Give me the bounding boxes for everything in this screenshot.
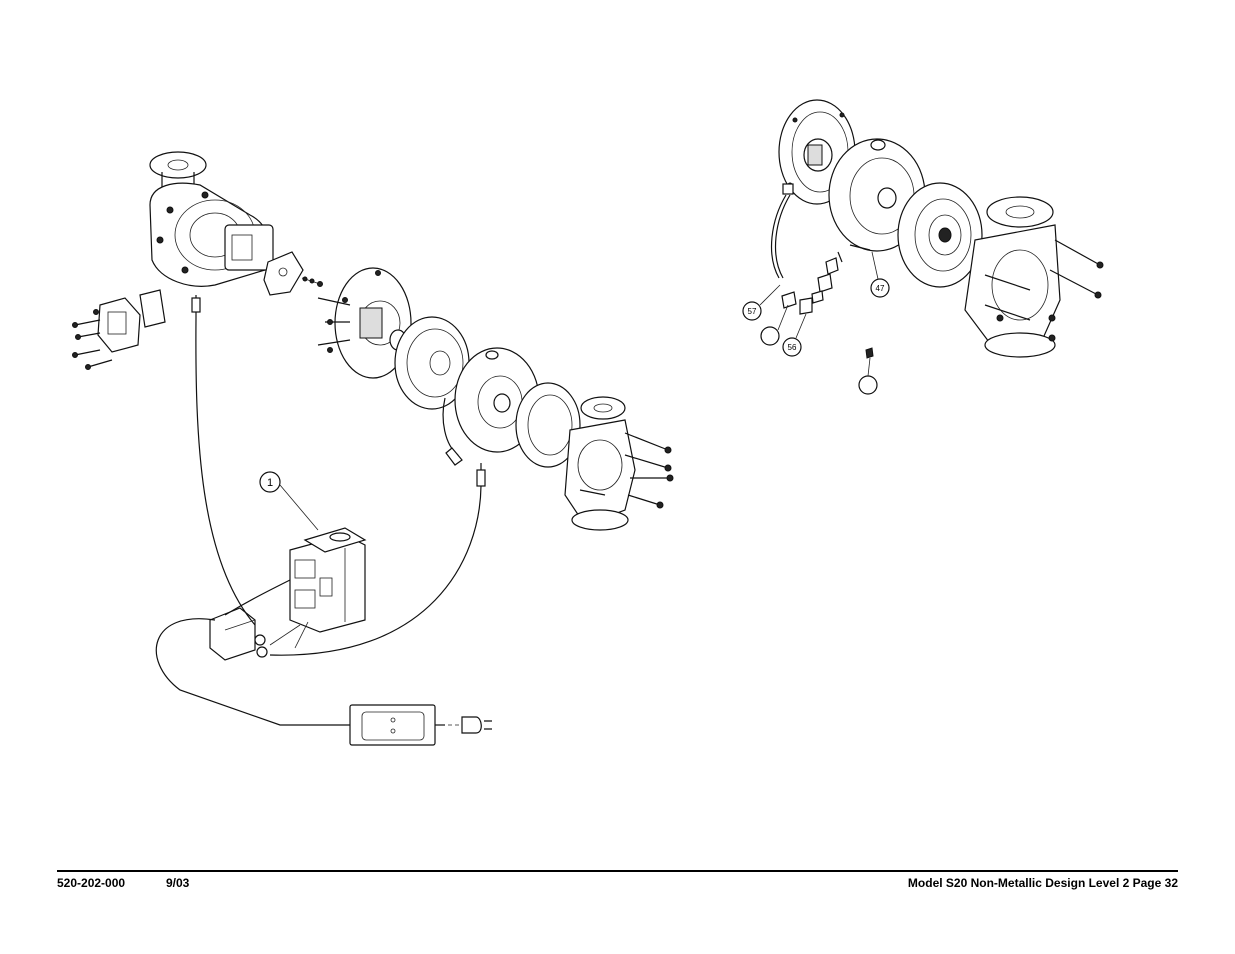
callout-blank-b: [858, 357, 878, 395]
callout-57: 57: [742, 284, 781, 321]
document-number: 520-202-000: [57, 876, 126, 890]
callout-1-label: 1: [267, 477, 273, 489]
callout-56: 56: [782, 313, 807, 357]
document-title: Model S20 Non-Metallic Design Level 2 Pa…: [907, 876, 1178, 890]
callout-blank-a: [760, 304, 789, 346]
callout-47-label: 47: [876, 284, 885, 293]
callout-47: 47: [870, 251, 890, 298]
cables: [155, 317, 482, 726]
callout-56-label: 56: [788, 343, 797, 352]
footer-rule: [57, 870, 1178, 872]
callout-57-label: 57: [748, 307, 757, 316]
document-date: 9/03: [166, 876, 190, 890]
controller-module: [289, 527, 367, 633]
pump-assembly-right: [770, 99, 1104, 359]
junction-box: [209, 607, 301, 661]
power-supply: [349, 704, 492, 746]
pump-assembly-left: [72, 151, 674, 531]
callout-1: 1: [259, 471, 319, 649]
